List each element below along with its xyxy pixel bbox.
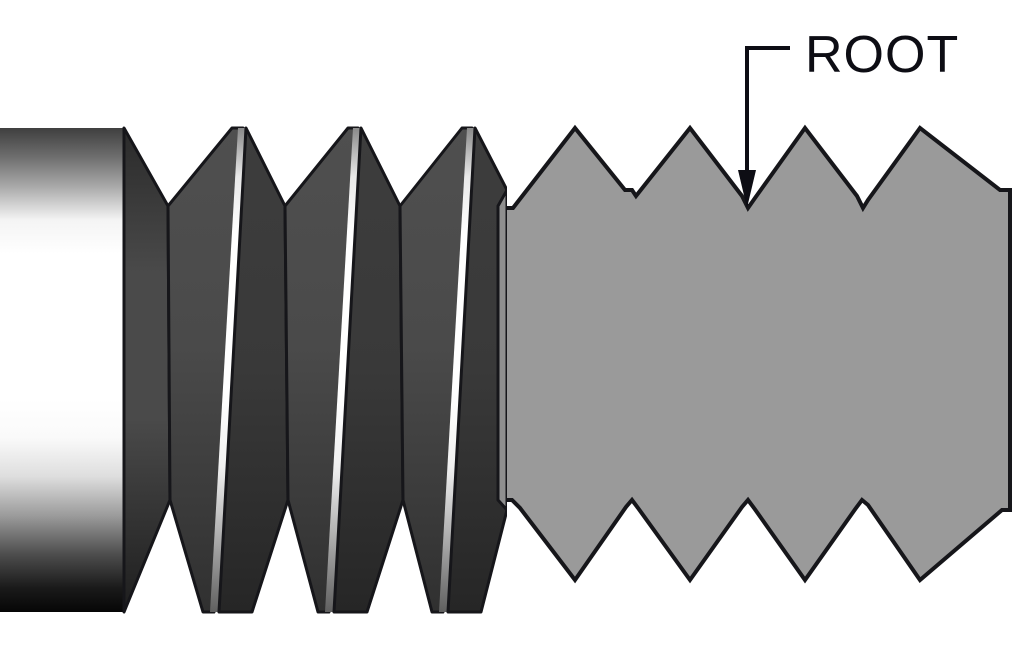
shaft-shank [0,128,124,612]
helix-turn-1-highlight-stripe [210,128,246,612]
root-leader-arrowhead [738,170,756,208]
root-label: ROOT [805,26,959,84]
helix-turn-2-highlight-stripe [325,128,361,612]
section-profile-body [503,124,1012,584]
helix-turn-3-flank-right [446,126,507,614]
helix-render-group [0,126,507,614]
helix-turn-3 [398,126,507,614]
helix-turn-1 [166,126,290,614]
helix-turn-1-flank-right [217,126,290,614]
root-annotation[interactable]: ROOT [738,26,959,208]
cut-plane-edge [496,186,507,513]
root-leader-line [745,46,790,172]
helix-turn-3-highlight-stripe [439,128,475,612]
section-profile-group [503,124,1012,584]
helix-turn-2-flank-right [332,126,405,614]
helix-turn-2 [283,126,405,614]
